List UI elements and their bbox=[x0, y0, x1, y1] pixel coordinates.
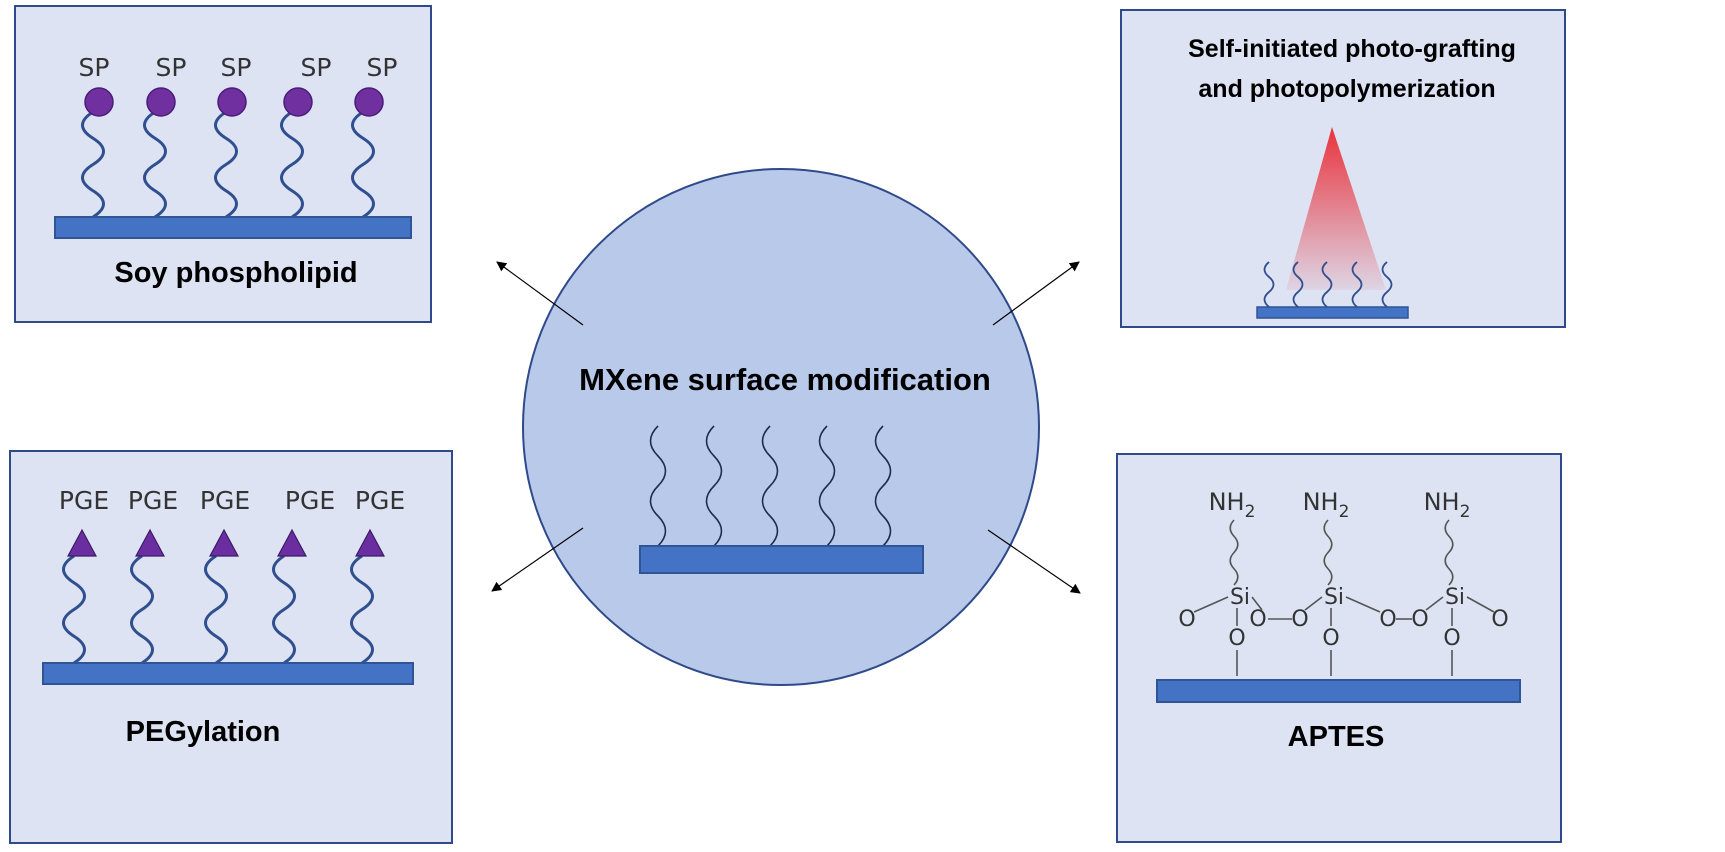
peg-head bbox=[208, 528, 240, 557]
aptes-o-label: O bbox=[1228, 626, 1245, 651]
peg-chain bbox=[130, 554, 154, 665]
photo-chain bbox=[1351, 261, 1363, 308]
sp-head bbox=[354, 87, 384, 117]
soy-sp-label: SP bbox=[79, 53, 110, 82]
soy-title: Soy phospholipid bbox=[114, 257, 357, 289]
aptes-bond bbox=[1251, 596, 1263, 611]
center-chain bbox=[649, 425, 667, 547]
arrow-to-peg bbox=[491, 527, 584, 592]
photo-substrate bbox=[1256, 306, 1409, 319]
photo-chains bbox=[1263, 261, 1393, 308]
photo-chain bbox=[1263, 261, 1275, 308]
peg-head bbox=[354, 528, 386, 557]
center-chain bbox=[761, 425, 779, 547]
center-title: MXene surface modification bbox=[579, 362, 991, 397]
light-beam bbox=[1286, 127, 1386, 290]
soy-sp-label: SP bbox=[301, 53, 332, 82]
aptes-o-label: O bbox=[1249, 607, 1266, 632]
panel-photo-grafting: Self-initiated photo-grafting and photop… bbox=[1120, 9, 1566, 328]
peg-head bbox=[66, 528, 98, 557]
soy-sp-labels: SP SP SP SP SP bbox=[79, 53, 398, 82]
sp-head bbox=[283, 87, 313, 117]
aptes-bond bbox=[1193, 596, 1229, 613]
peg-chains bbox=[62, 554, 374, 665]
soy-chain bbox=[81, 110, 105, 219]
peg-head bbox=[276, 528, 308, 557]
peg-label: PGE bbox=[128, 486, 178, 515]
aptes-substrate bbox=[1156, 679, 1521, 703]
aptes-bond bbox=[1304, 596, 1323, 611]
peg-label: PGE bbox=[285, 486, 335, 515]
peg-label: PGE bbox=[355, 486, 405, 515]
peg-substrate bbox=[42, 662, 414, 685]
aptes-o-label: O bbox=[1379, 607, 1396, 632]
aptes-linker bbox=[1444, 519, 1454, 586]
center-circle bbox=[522, 168, 1040, 686]
peg-head bbox=[134, 528, 166, 557]
center-substrate bbox=[639, 545, 924, 574]
aptes-o-label: O bbox=[1491, 607, 1508, 632]
peg-heads bbox=[66, 528, 386, 557]
aptes-si-label: Si bbox=[1324, 585, 1344, 610]
center-chains bbox=[649, 425, 892, 547]
aptes-bond bbox=[1345, 596, 1381, 613]
panel-aptes-frame bbox=[1116, 453, 1562, 843]
panel-pegylation: PGE PGE PGE PGE PGE PEGylation bbox=[9, 450, 453, 844]
panel-soy-phospholipid: SP SP SP SP SP Soy phospholipid bbox=[14, 5, 432, 323]
soy-heads bbox=[84, 87, 384, 117]
arrows bbox=[491, 261, 1081, 594]
aptes-o-label: O bbox=[1178, 607, 1195, 632]
soy-sp-label: SP bbox=[221, 53, 252, 82]
aptes-molecule bbox=[1193, 519, 1495, 676]
peg-chain bbox=[204, 554, 228, 665]
sp-head bbox=[217, 87, 247, 117]
aptes-bond bbox=[1425, 596, 1444, 611]
aptes-o-label: O bbox=[1443, 626, 1460, 651]
photo-chain bbox=[1381, 261, 1393, 308]
aptes-bond bbox=[1466, 596, 1495, 613]
soy-sp-label: SP bbox=[156, 53, 187, 82]
center-chain bbox=[874, 425, 892, 547]
peg-title: PEGylation bbox=[126, 716, 281, 748]
soy-sp-label: SP bbox=[367, 53, 398, 82]
aptes-linker bbox=[1229, 519, 1239, 586]
peg-chain bbox=[272, 554, 296, 665]
aptes-si-label: Si bbox=[1230, 585, 1250, 610]
aptes-o-label: O bbox=[1322, 626, 1339, 651]
aptes-o-label: O bbox=[1291, 607, 1308, 632]
soy-chains bbox=[81, 110, 375, 219]
photo-title-line1: Self-initiated photo-grafting bbox=[1188, 35, 1516, 63]
arrow-to-soy bbox=[496, 261, 584, 326]
soy-chain bbox=[143, 110, 167, 219]
sp-head bbox=[84, 87, 114, 117]
arrow-to-aptes bbox=[987, 529, 1081, 594]
soy-substrate bbox=[54, 216, 412, 239]
peg-label: PGE bbox=[200, 486, 250, 515]
aptes-linker bbox=[1323, 519, 1333, 586]
peg-labels: PGE PGE PGE PGE PGE bbox=[59, 486, 405, 515]
photo-chain bbox=[1292, 261, 1304, 308]
soy-chain bbox=[351, 110, 375, 219]
photo-chain bbox=[1321, 261, 1333, 308]
peg-chain bbox=[350, 554, 374, 665]
soy-chain bbox=[280, 110, 304, 219]
photo-title-line2: and photopolymerization bbox=[1198, 75, 1495, 103]
peg-label: PGE bbox=[59, 486, 109, 515]
aptes-si-label: Si bbox=[1445, 585, 1465, 610]
aptes-title: APTES bbox=[1288, 721, 1385, 753]
peg-chain bbox=[62, 554, 86, 665]
soy-chain bbox=[214, 110, 238, 219]
center-chain bbox=[705, 425, 723, 547]
arrow-to-photo bbox=[992, 261, 1080, 326]
center-node: MXene surface modification bbox=[522, 168, 1040, 686]
aptes-o-label: O bbox=[1411, 607, 1428, 632]
center-chain bbox=[818, 425, 836, 547]
sp-head bbox=[146, 87, 176, 117]
